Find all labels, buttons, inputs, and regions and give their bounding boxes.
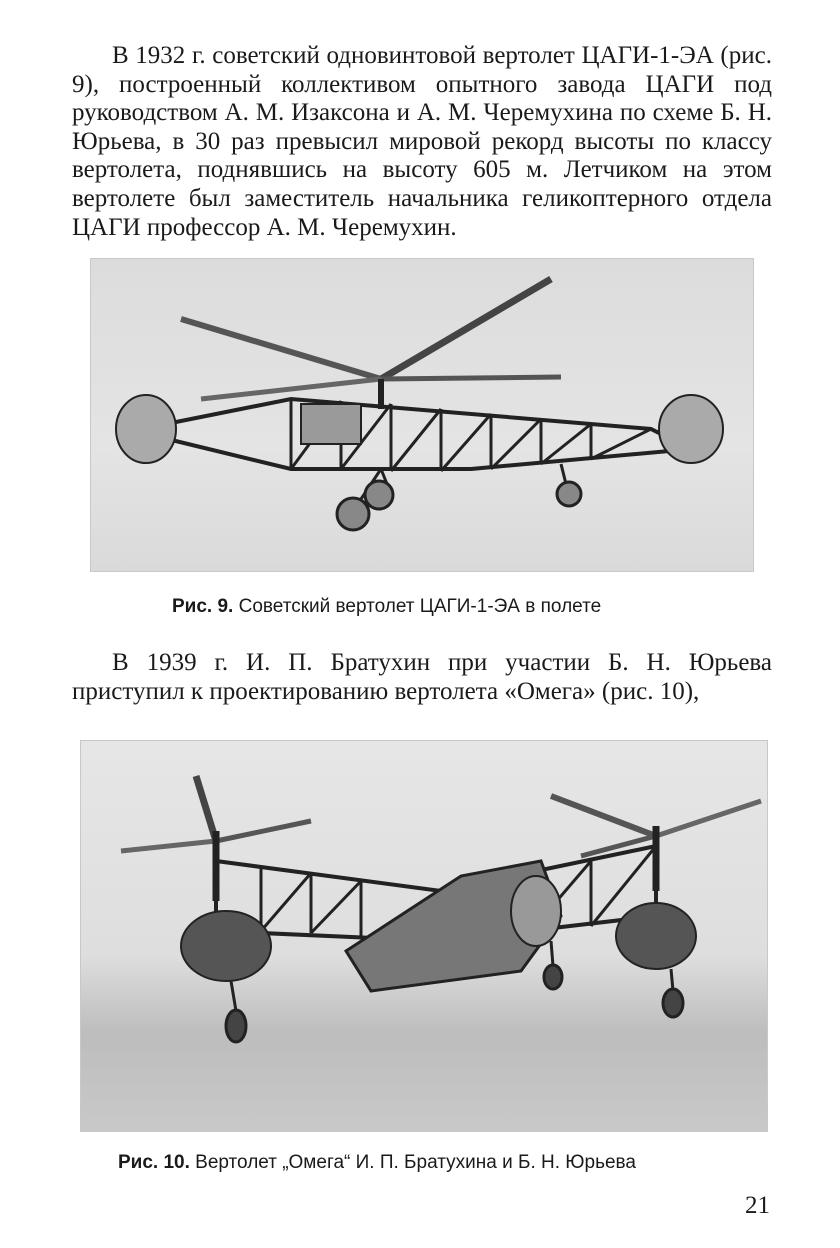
- figure-10-caption-text: Вертолет „Омега“ И. П. Братухина и Б. Н.…: [195, 1152, 636, 1173]
- tsagi-1-ea-helicopter-drawing: [115, 275, 724, 532]
- figure-10-caption: Рис. 10. Вертолет „Омега“ И. П. Братухин…: [118, 1152, 636, 1174]
- figure-9-label: Рис. 9.: [172, 596, 234, 617]
- figure-10-label: Рис. 10.: [118, 1152, 190, 1173]
- page-number: 21: [745, 1192, 770, 1219]
- paragraph-2: В 1939 г. И. П. Братухин при участии Б. …: [72, 649, 772, 705]
- figure-10-image: [80, 740, 768, 1132]
- omega-helicopter-drawing: [120, 774, 762, 1044]
- figure-9-caption-text: Советский вертолет ЦАГИ-1-ЭА в полете: [238, 596, 602, 617]
- paragraph-1: В 1932 г. советский одновинтовой вертоле…: [72, 42, 772, 241]
- figure-9-caption: Рис. 9. Советский вертолет ЦАГИ-1-ЭА в п…: [172, 596, 601, 618]
- figure-9-image: [90, 258, 754, 572]
